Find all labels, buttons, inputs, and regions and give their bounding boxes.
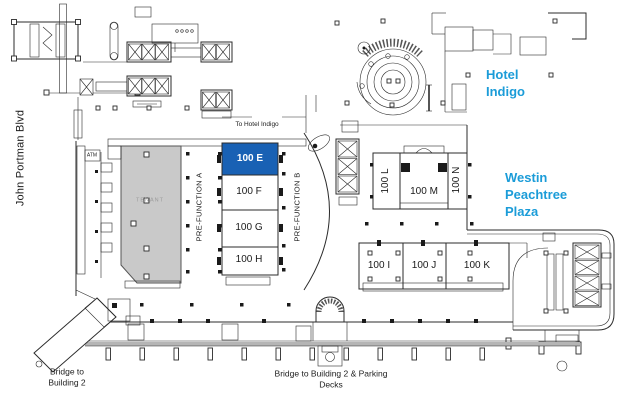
- room-100f-area[interactable]: [221, 174, 279, 211]
- room-label-100l[interactable]: 100 L: [380, 168, 391, 194]
- tenant-label: TENANT: [136, 197, 164, 204]
- room-label-100h[interactable]: 100 H: [235, 254, 263, 265]
- bridge-building2-structure: [33, 289, 141, 373]
- bridge-building2-parking-structure: [312, 296, 348, 367]
- room-100n-area[interactable]: [447, 152, 468, 210]
- room-label-100i[interactable]: 100 I: [367, 260, 391, 271]
- room-label-100n[interactable]: 100 N: [451, 166, 462, 194]
- room-100h-area[interactable]: [221, 246, 279, 276]
- room-100e-area[interactable]: [221, 142, 279, 176]
- hotel-indigo-label: Hotel Indigo: [486, 67, 525, 99]
- room-label-100k[interactable]: 100 K: [463, 260, 491, 271]
- elevator-banks-top: [79, 6, 233, 119]
- tenant-area: [120, 145, 182, 284]
- westin-peachtree-plaza-label: Westin Peachtree Plaza: [505, 170, 568, 219]
- room-label-100e[interactable]: 100 E: [236, 153, 264, 164]
- room-label-100j[interactable]: 100 J: [411, 260, 437, 271]
- bridge-building2-parking-label: Bridge to Building 2 & Parking Decks: [274, 368, 388, 390]
- room-100g-area[interactable]: [221, 209, 279, 248]
- bottom-corridor: [85, 303, 580, 361]
- prefunction-b-label: PRE-FUNCTION B: [292, 172, 302, 242]
- room-100k-area[interactable]: [445, 242, 510, 290]
- main-hall: [75, 132, 330, 296]
- bridge-building2-label: Bridge to Building 2: [48, 366, 86, 388]
- rooms-lmn-block: [370, 145, 472, 210]
- atm-label: ATM: [86, 152, 98, 159]
- to-hotel-indigo-label: To Hotel Indigo: [235, 120, 279, 128]
- street-crossing-bridge: [11, 3, 141, 140]
- street-label-john-portman-blvd: John Portman Blvd: [14, 109, 27, 207]
- room-label-100g[interactable]: 100 G: [235, 222, 263, 233]
- room-label-100f[interactable]: 100 F: [236, 186, 262, 197]
- hotel-corridor-and-core: [222, 95, 446, 206]
- prefunction-a-label: PRE-FUNCTION A: [194, 172, 204, 242]
- spiral-atrium: [356, 38, 432, 116]
- room-label-100m[interactable]: 100 M: [410, 186, 438, 197]
- rooms-ijk-block: [358, 222, 528, 292]
- prefunction-b-curved-wall: [303, 132, 330, 291]
- room-100m-area[interactable]: [399, 152, 449, 210]
